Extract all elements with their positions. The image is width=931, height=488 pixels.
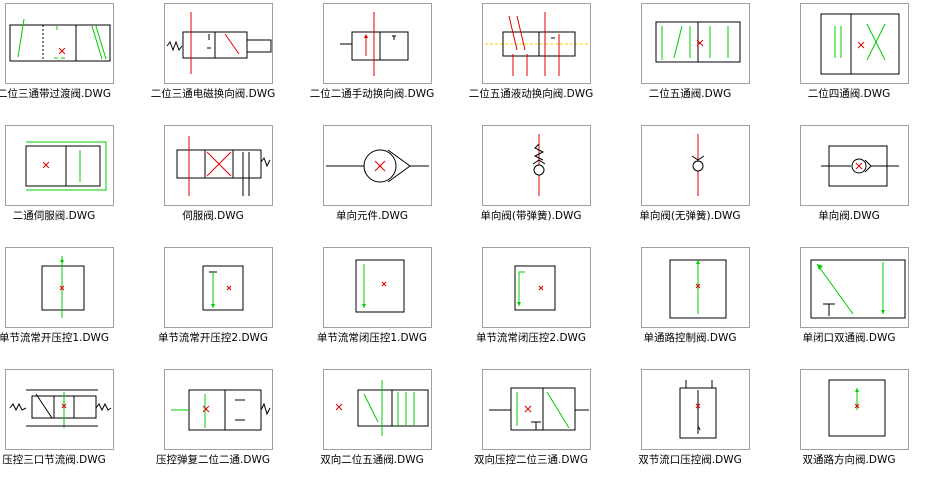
dwg-thumbnail xyxy=(323,3,432,84)
file-name: 双节流口压控阀.DWG xyxy=(638,454,742,466)
file-item[interactable]: 单向阀(带弹簧).DWG xyxy=(477,122,636,244)
single-path-valve-icon xyxy=(669,259,727,319)
dwg-thumbnail xyxy=(164,3,273,84)
servo-2way-icon xyxy=(25,141,107,191)
file-name: 二位二通手动换向阀.DWG xyxy=(309,88,435,100)
file-item[interactable]: 双节流口压控阀.DWG xyxy=(636,366,795,488)
check-valve-icon xyxy=(821,145,899,187)
solenoid-valve-icon xyxy=(166,12,272,74)
dwg-thumbnail xyxy=(323,125,432,206)
valve-5way-icon xyxy=(655,21,741,63)
dwg-thumbnail xyxy=(5,3,114,84)
dwg-thumbnail xyxy=(5,125,114,206)
dwg-thumbnail xyxy=(164,125,273,206)
dwg-thumbnail xyxy=(800,369,909,450)
pressure-3port-throttle-icon xyxy=(9,389,112,428)
file-name: 单节流常闭压控2.DWG xyxy=(475,332,587,344)
throttle-open-1-icon xyxy=(41,256,85,318)
hydraulic-valve-icon xyxy=(485,12,588,76)
file-name: 单节流常开压控2.DWG xyxy=(157,332,269,344)
file-name: 单节流常闭压控1.DWG xyxy=(316,332,428,344)
dwg-thumbnail xyxy=(482,247,591,328)
file-name: 双通路方向阀.DWG xyxy=(802,454,896,466)
check-element-icon xyxy=(326,149,429,183)
bidir-5way-icon xyxy=(335,380,429,436)
dwg-thumbnail xyxy=(800,247,909,328)
file-item[interactable]: 单节流常闭压控2.DWG xyxy=(476,244,636,366)
file-item[interactable]: 单节流常闭压控1.DWG xyxy=(317,244,477,366)
dwg-thumbnail xyxy=(482,369,591,450)
file-item[interactable]: 双向二位五通阀.DWG xyxy=(318,366,477,488)
file-item[interactable]: 单节流常开压控2.DWG xyxy=(158,244,318,366)
file-name: 单向阀(带弹簧).DWG xyxy=(480,210,582,222)
file-name: 二位五通液动换向阀.DWG xyxy=(468,88,594,100)
dwg-thumbnail xyxy=(641,247,750,328)
servo-valve-icon xyxy=(176,136,271,196)
dwg-thumbnail xyxy=(5,369,114,450)
dwg-thumbnail xyxy=(800,125,909,206)
file-name: 双向压控二位三通.DWG xyxy=(474,454,588,466)
file-name: 单闭口双通阀.DWG xyxy=(802,332,896,344)
single-closed-2way-icon xyxy=(810,259,906,319)
bidir-pressure-3way-icon xyxy=(489,387,589,431)
file-name: 单向元件.DWG xyxy=(336,210,408,222)
valve-4way-icon xyxy=(820,13,900,75)
dwg-thumbnail xyxy=(482,3,591,84)
file-name: 伺服阀.DWG xyxy=(182,210,244,222)
dwg-thumbnail xyxy=(5,247,114,328)
dwg-thumbnail xyxy=(641,369,750,450)
file-item[interactable]: 压控三口节流阀.DWG xyxy=(0,366,159,488)
file-name: 二通伺服阀.DWG xyxy=(12,210,96,222)
file-name: 压控三口节流阀.DWG xyxy=(2,454,106,466)
dwg-thumbnail xyxy=(482,125,591,206)
dwg-thumbnail xyxy=(641,125,750,206)
file-name: 双向二位五通阀.DWG xyxy=(320,454,424,466)
file-item[interactable]: 二位五通阀.DWG xyxy=(636,0,795,122)
file-item[interactable]: 二位二通手动换向阀.DWG xyxy=(310,0,477,122)
check-valve-nospring-icon xyxy=(691,134,705,196)
dwg-thumbnail xyxy=(323,247,432,328)
file-item[interactable]: 单节流常开压控1.DWG xyxy=(0,244,159,366)
file-item[interactable]: 双向压控二位三通.DWG xyxy=(474,366,636,488)
check-valve-spring-icon xyxy=(532,134,546,196)
dual-path-valve-icon xyxy=(828,379,886,437)
file-item[interactable]: 压控弹复二位二通.DWG xyxy=(156,366,318,488)
file-name: 二位五通阀.DWG xyxy=(648,88,732,100)
file-name: 二位三通电磁换向阀.DWG xyxy=(150,88,276,100)
file-item[interactable]: 双通路方向阀.DWG xyxy=(795,366,931,488)
valve-3way-transition-icon xyxy=(9,18,111,62)
dwg-thumbnail xyxy=(800,3,909,84)
file-item[interactable]: 单向元件.DWG xyxy=(318,122,477,244)
file-item[interactable]: 单通路控制阀.DWG xyxy=(636,244,795,366)
dwg-thumbnail xyxy=(323,369,432,450)
file-item[interactable]: 单向阀(无弹簧).DWG xyxy=(636,122,795,244)
file-item[interactable]: 二位三通带过渡阀.DWG xyxy=(0,0,159,122)
file-name: 压控弹复二位二通.DWG xyxy=(156,454,270,466)
file-name: 单向阀(无弹簧).DWG xyxy=(639,210,741,222)
throttle-closed-2-icon xyxy=(514,265,556,311)
dwg-thumbnail xyxy=(164,247,273,328)
file-item[interactable]: 单向阀.DWG xyxy=(795,122,931,244)
file-name: 单通路控制阀.DWG xyxy=(643,332,737,344)
file-item[interactable]: 二位三通电磁换向阀.DWG xyxy=(151,0,318,122)
file-item[interactable]: 二位四通阀.DWG xyxy=(795,0,931,122)
file-name: 二位四通阀.DWG xyxy=(807,88,891,100)
dual-throttle-valve-icon xyxy=(679,380,717,439)
dwg-thumbnail xyxy=(641,3,750,84)
file-name: 单节流常开压控1.DWG xyxy=(0,332,110,344)
file-item[interactable]: 单闭口双通阀.DWG xyxy=(795,244,931,366)
manual-valve-icon xyxy=(340,12,409,76)
file-item[interactable]: 二位五通液动换向阀.DWG xyxy=(469,0,636,122)
throttle-open-2-icon xyxy=(202,265,244,311)
file-item[interactable]: 二通伺服阀.DWG xyxy=(0,122,159,244)
throttle-closed-1-icon xyxy=(355,259,405,313)
pressure-spring-2way-icon xyxy=(171,389,271,431)
file-name: 二位三通带过渡阀.DWG xyxy=(0,88,111,100)
file-item[interactable]: 伺服阀.DWG xyxy=(159,122,318,244)
dwg-thumbnail xyxy=(164,369,273,450)
file-name: 单向阀.DWG xyxy=(818,210,880,222)
